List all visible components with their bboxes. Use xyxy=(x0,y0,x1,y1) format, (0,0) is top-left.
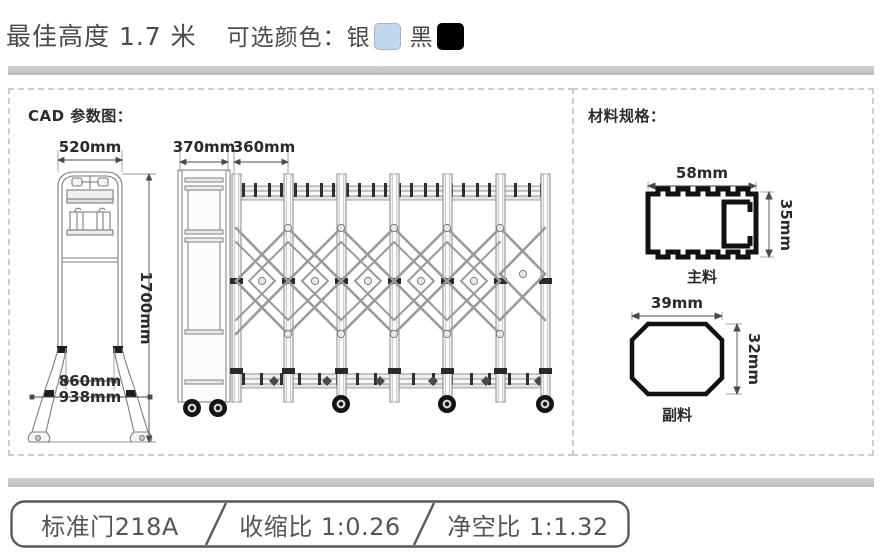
color-name-black: 黑 xyxy=(409,25,434,51)
material-panel-title: 材料规格： xyxy=(588,107,666,125)
banner-segment-contraction-ratio: 收缩比 1:0.26 xyxy=(239,512,401,541)
dimension-sub-width: 39mm xyxy=(651,294,703,312)
black-color-swatch xyxy=(436,23,464,50)
banner-segment-model: 标准门218A xyxy=(41,512,179,541)
gate-scissor-lattice xyxy=(234,226,547,336)
color-name-silver: 银 xyxy=(346,25,371,51)
main-profile-outline xyxy=(645,186,759,260)
spec-summary-banner: 标准门218A 收缩比 1:0.26 净空比 1:1.32 xyxy=(10,500,630,548)
cad-panel-title: CAD 参数图： xyxy=(28,107,133,125)
color-option-silver: 银 xyxy=(347,18,404,52)
sub-profile-name: 副料 xyxy=(662,406,692,424)
color-options-label: 可选颜色： xyxy=(226,25,347,51)
post-band xyxy=(57,346,67,353)
banner-frame xyxy=(10,500,630,548)
header-spec-row: 最佳高度 1.7 米 可选颜色： 银 黑 xyxy=(0,14,885,56)
main-profile-inner-lip xyxy=(721,199,750,249)
silver-color-swatch xyxy=(373,23,401,50)
dimension-main-height: 35mm xyxy=(777,199,795,251)
dimension-leaf-first: 370mm xyxy=(173,138,236,156)
carriage-wheel xyxy=(183,399,201,417)
main-profile-name: 主料 xyxy=(687,268,717,286)
dimension-base-inner: 860mm xyxy=(59,372,122,390)
dimension-main-width: 58mm xyxy=(676,164,728,182)
material-spec-panel: 材料规格： 58mm 35mm 主料 xyxy=(572,88,874,456)
dimension-gate-height: 1700mm xyxy=(137,271,155,344)
material-profile-drawings: 58mm 35mm 主料 39mm xyxy=(629,164,795,424)
gate-vertical-posts xyxy=(230,173,552,403)
divider-bar-bottom xyxy=(8,478,874,487)
banner-segment-clearance-ratio: 净空比 1:1.32 xyxy=(447,512,609,541)
dimension-sub-height: 32mm xyxy=(745,333,763,385)
dimension-leaf-second: 360mm xyxy=(233,138,296,156)
cad-drawing-panel: CAD 参数图： xyxy=(8,88,574,456)
optimal-height-label: 最佳高度 1.7 米 xyxy=(6,22,197,51)
sub-profile-outline xyxy=(629,321,725,397)
dimension-post-width: 520mm xyxy=(59,138,122,156)
color-option-black: 黑 xyxy=(410,18,467,52)
divider-bar-top xyxy=(8,66,874,75)
cad-technical-drawing: 520mm 1700mm 860mm 938mm xyxy=(27,138,554,444)
gate-wheel xyxy=(332,395,350,413)
dimension-base-outer: 938mm xyxy=(59,388,122,406)
